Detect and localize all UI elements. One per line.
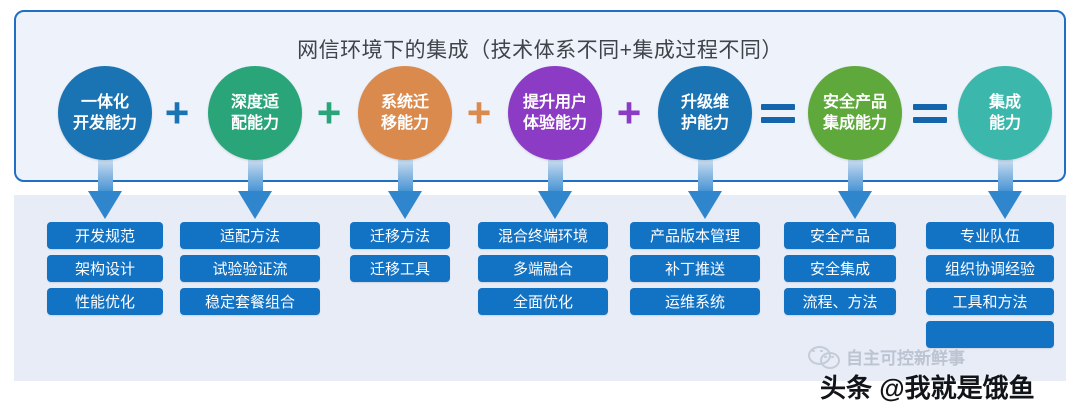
capability-node-upgrade-maintenance[interactable]: 升级维 护能力 <box>658 66 752 160</box>
list-item[interactable]: 补丁推送 <box>630 255 760 282</box>
capability-node-integration[interactable]: 集成 能力 <box>958 66 1052 160</box>
capability-node-deep-adaptation[interactable]: 深度适 配能力 <box>208 66 302 160</box>
node-label-line1: 系统迁 <box>380 94 429 111</box>
detail-column-system-migration: 迁移方法 迁移工具 <box>350 222 450 282</box>
capability-formula: 一体化 开发能力 + 深度适 配能力 + 系统迁 移能力 + 提升用户 体验能力… <box>0 66 1080 170</box>
list-item[interactable]: 安全集成 <box>784 255 896 282</box>
list-item[interactable]: 适配方法 <box>180 222 320 249</box>
node-label-line1: 集成 <box>988 94 1021 111</box>
list-item-obscured[interactable] <box>926 321 1054 348</box>
capability-node-system-migration[interactable]: 系统迁 移能力 <box>358 66 452 160</box>
node-label-line2: 移能力 <box>380 115 429 132</box>
down-arrow-icon <box>688 158 722 220</box>
down-arrow-icon <box>388 158 422 220</box>
list-item[interactable]: 安全产品 <box>784 222 896 249</box>
down-arrow-icon <box>988 158 1022 220</box>
list-item[interactable]: 迁移方法 <box>350 222 450 249</box>
list-item[interactable]: 试验验证流 <box>180 255 320 282</box>
node-label-line2: 配能力 <box>230 115 279 132</box>
detail-column-integrated-dev: 开发规范 架构设计 性能优化 <box>47 222 163 315</box>
list-item[interactable]: 性能优化 <box>47 288 163 315</box>
detail-column-user-experience: 混合终端环境 多端融合 全面优化 <box>478 222 608 315</box>
capability-node-integrated-dev[interactable]: 一体化 开发能力 <box>58 66 152 160</box>
list-item[interactable]: 组织协调经验 <box>926 255 1054 282</box>
node-label-line2: 护能力 <box>680 115 729 132</box>
node-label-line2: 能力 <box>988 115 1021 132</box>
operator-equals-1 <box>758 66 798 160</box>
detail-column-upgrade-maintenance: 产品版本管理 补丁推送 运维系统 <box>630 222 760 315</box>
operator-plus-3: + <box>466 89 492 136</box>
list-item[interactable]: 专业队伍 <box>926 222 1054 249</box>
capability-node-user-experience[interactable]: 提升用户 体验能力 <box>508 66 602 160</box>
operator-plus-1: + <box>164 89 190 136</box>
page-title: 网信环境下的集成（技术体系不同+集成过程不同） <box>297 39 783 62</box>
list-item[interactable]: 稳定套餐组合 <box>180 288 320 315</box>
node-label-line2: 开发能力 <box>72 115 137 132</box>
list-item[interactable]: 开发规范 <box>47 222 163 249</box>
list-item[interactable]: 架构设计 <box>47 255 163 282</box>
down-arrow-icon <box>238 158 272 220</box>
node-label-line1: 安全产品 <box>822 94 887 111</box>
list-item[interactable]: 流程、方法 <box>784 288 896 315</box>
down-arrow-icon <box>88 158 122 220</box>
capability-detail-columns: 开发规范 架构设计 性能优化 适配方法 试验验证流 稳定套餐组合 迁移方法 迁移… <box>0 222 1080 382</box>
detail-column-integration: 专业队伍 组织协调经验 工具和方法 <box>926 222 1054 348</box>
node-label-line2: 体验能力 <box>522 115 587 132</box>
list-item[interactable]: 工具和方法 <box>926 288 1054 315</box>
list-item[interactable]: 迁移工具 <box>350 255 450 282</box>
list-item[interactable]: 混合终端环境 <box>478 222 608 249</box>
node-label-line1: 一体化 <box>80 94 129 111</box>
operator-plus-2: + <box>316 89 342 136</box>
list-item[interactable]: 多端融合 <box>478 255 608 282</box>
down-arrow-icon <box>838 158 872 220</box>
operator-plus-4: + <box>616 89 642 136</box>
list-item[interactable]: 全面优化 <box>478 288 608 315</box>
node-label-line1: 升级维 <box>680 94 729 111</box>
capability-node-security-product-integration[interactable]: 安全产品 集成能力 <box>808 66 902 160</box>
detail-column-deep-adaptation: 适配方法 试验验证流 稳定套餐组合 <box>180 222 320 315</box>
list-item[interactable]: 运维系统 <box>630 288 760 315</box>
operator-equals-2 <box>910 66 950 160</box>
node-label-line1: 深度适 <box>230 94 279 111</box>
node-label-line1: 提升用户 <box>522 94 587 111</box>
down-arrow-icon <box>538 158 572 220</box>
list-item[interactable]: 产品版本管理 <box>630 222 760 249</box>
detail-column-security-product: 安全产品 安全集成 流程、方法 <box>784 222 896 315</box>
node-label-line2: 集成能力 <box>822 115 887 132</box>
